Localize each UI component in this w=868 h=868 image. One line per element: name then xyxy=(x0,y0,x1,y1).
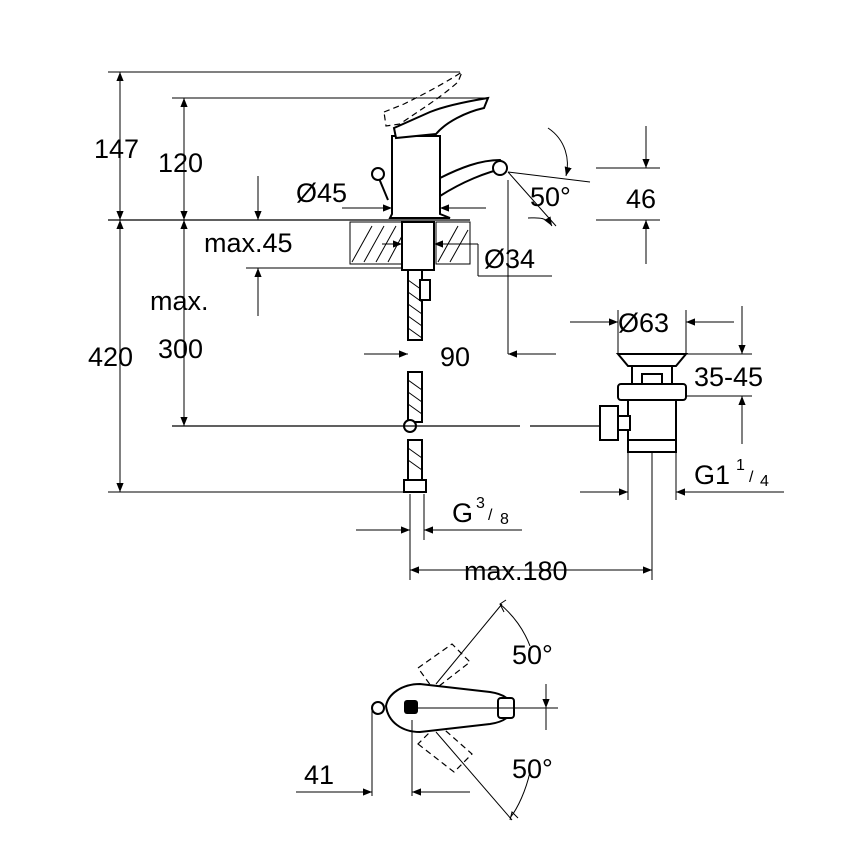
label-max45: max.45 xyxy=(204,228,293,258)
label-41: 41 xyxy=(304,760,334,790)
label-50-top: 50° xyxy=(530,182,571,212)
label-max180: max.180 xyxy=(464,556,568,586)
label-50-upper: 50° xyxy=(512,640,553,670)
label-g114-den: 4 xyxy=(760,473,769,490)
label-46: 46 xyxy=(626,184,656,214)
label-g114-num: 1 xyxy=(736,457,745,474)
label-50-lower: 50° xyxy=(512,754,553,784)
braided-hose xyxy=(403,270,431,493)
mixer-top-view xyxy=(296,599,558,821)
mixer-side-view xyxy=(108,70,605,493)
lever-handle xyxy=(392,96,490,140)
label-max: max. xyxy=(150,286,209,316)
deck-hatch-right xyxy=(435,221,471,265)
label-g38-num: 3 xyxy=(476,495,485,512)
label-g114-slash: / xyxy=(749,469,754,486)
label-dia34: Ø34 xyxy=(484,244,535,274)
mixer-body xyxy=(388,135,451,219)
dimension-labels: 147 120 Ø45 max.45 max. 420 300 Ø34 90 5… xyxy=(88,134,769,790)
label-g114: G1 xyxy=(694,460,730,490)
label-35-45: 35-45 xyxy=(694,362,763,392)
label-147: 147 xyxy=(94,134,139,164)
dimension-lines xyxy=(108,71,784,580)
label-120: 120 xyxy=(158,148,203,178)
label-90: 90 xyxy=(440,342,470,372)
label-dia63: Ø63 xyxy=(618,308,669,338)
label-g38-slash: / xyxy=(488,507,493,524)
label-300: 300 xyxy=(158,334,203,364)
waste-fitting xyxy=(599,353,689,453)
label-dia45: Ø45 xyxy=(296,178,347,208)
deck-hatch-left xyxy=(349,221,403,265)
label-g38-den: 8 xyxy=(500,511,509,528)
label-420: 420 xyxy=(88,342,133,372)
label-g38: G xyxy=(452,498,473,528)
